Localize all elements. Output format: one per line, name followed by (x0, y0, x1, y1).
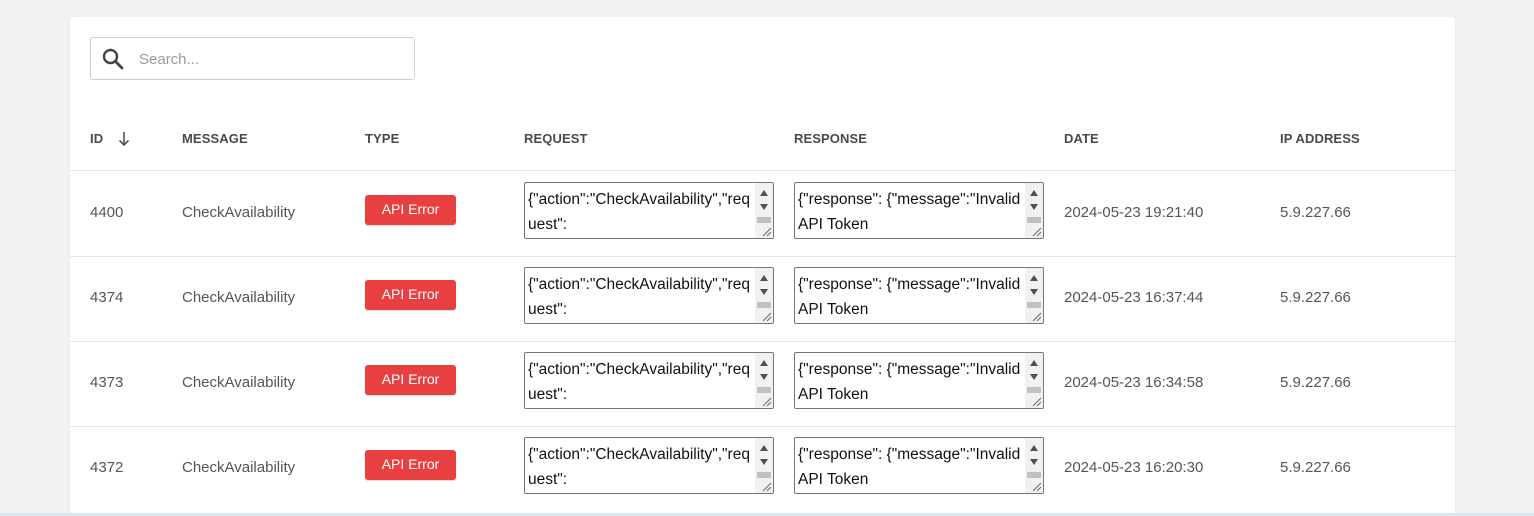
row-message: CheckAvailability (182, 459, 296, 476)
row-message: CheckAvailability (182, 204, 296, 221)
sort-descending-icon[interactable] (118, 131, 130, 147)
resize-grip-icon[interactable] (760, 310, 772, 322)
request-text: {"action":"CheckAvailability","request": (528, 191, 750, 233)
error-type-badge: API Error (365, 450, 456, 480)
scroll-down-icon[interactable] (1030, 459, 1038, 465)
scroll-thumb[interactable] (757, 302, 771, 308)
scrollbar[interactable] (755, 438, 773, 493)
header-response[interactable]: RESPONSE (794, 131, 868, 146)
scroll-down-icon[interactable] (760, 289, 768, 295)
scroll-up-icon[interactable] (1030, 190, 1038, 196)
row-ip-address: 5.9.227.66 (1280, 374, 1351, 391)
response-textarea[interactable]: {"response": {"message":"Invalid API Tok… (794, 437, 1044, 494)
scroll-down-icon[interactable] (1030, 204, 1038, 210)
error-type-badge: API Error (365, 280, 456, 310)
response-textarea[interactable]: {"response": {"message":"Invalid API Tok… (794, 352, 1044, 409)
scroll-thumb[interactable] (757, 217, 771, 223)
request-textarea[interactable]: {"action":"CheckAvailability","request": (524, 352, 774, 409)
table-header: ID MESSAGE TYPE REQUEST RESPONSE DATE IP… (70, 122, 1455, 171)
scroll-up-icon[interactable] (1030, 445, 1038, 451)
row-id: 4373 (90, 374, 124, 391)
resize-grip-icon[interactable] (1030, 310, 1042, 322)
row-id: 4374 (90, 289, 124, 306)
scroll-down-icon[interactable] (760, 204, 768, 210)
header-id[interactable]: ID (90, 131, 104, 146)
scrollbar[interactable] (1025, 353, 1043, 408)
request-text: {"action":"CheckAvailability","request": (528, 276, 750, 318)
scroll-up-icon[interactable] (760, 360, 768, 366)
scrollbar[interactable] (1025, 268, 1043, 323)
resize-grip-icon[interactable] (1030, 225, 1042, 237)
table-row[interactable]: 4373 CheckAvailability API Error {"actio… (70, 341, 1455, 427)
scroll-down-icon[interactable] (760, 459, 768, 465)
logs-card: ID MESSAGE TYPE REQUEST RESPONSE DATE IP… (70, 17, 1455, 516)
response-textarea[interactable]: {"response": {"message":"Invalid API Tok… (794, 267, 1044, 324)
viewport-bottom-edge (0, 513, 1534, 516)
header-message[interactable]: MESSAGE (182, 131, 248, 146)
scroll-up-icon[interactable] (1030, 275, 1038, 281)
response-text: {"response": {"message":"Invalid API Tok… (798, 191, 1021, 233)
error-type-badge: API Error (365, 195, 456, 225)
resize-grip-icon[interactable] (1030, 395, 1042, 407)
table-row[interactable]: 4400 CheckAvailability API Error {"actio… (70, 171, 1455, 257)
response-text: {"response": {"message":"Invalid API Tok… (798, 276, 1021, 318)
search-icon (102, 48, 124, 70)
scroll-thumb[interactable] (757, 387, 771, 393)
row-date: 2024-05-23 16:20:30 (1064, 459, 1204, 476)
scrollbar[interactable] (755, 183, 773, 238)
row-id: 4372 (90, 459, 124, 476)
scroll-thumb[interactable] (1027, 217, 1041, 223)
row-date: 2024-05-23 16:37:44 (1064, 289, 1204, 306)
search-box[interactable] (90, 37, 415, 80)
scroll-down-icon[interactable] (760, 374, 768, 380)
scroll-thumb[interactable] (1027, 472, 1041, 478)
scroll-down-icon[interactable] (1030, 289, 1038, 295)
scrollbar[interactable] (1025, 183, 1043, 238)
scroll-up-icon[interactable] (760, 445, 768, 451)
scroll-up-icon[interactable] (760, 190, 768, 196)
row-ip-address: 5.9.227.66 (1280, 459, 1351, 476)
resize-grip-icon[interactable] (760, 225, 772, 237)
row-ip-address: 5.9.227.66 (1280, 289, 1351, 306)
scroll-down-icon[interactable] (1030, 374, 1038, 380)
table-row[interactable]: 4374 CheckAvailability API Error {"actio… (70, 256, 1455, 342)
row-date: 2024-05-23 16:34:58 (1064, 374, 1204, 391)
resize-grip-icon[interactable] (760, 395, 772, 407)
scroll-thumb[interactable] (757, 472, 771, 478)
row-message: CheckAvailability (182, 374, 296, 391)
search-input[interactable] (139, 48, 399, 70)
request-text: {"action":"CheckAvailability","request": (528, 361, 750, 403)
response-textarea[interactable]: {"response": {"message":"Invalid API Tok… (794, 182, 1044, 239)
request-textarea[interactable]: {"action":"CheckAvailability","request": (524, 437, 774, 494)
row-ip-address: 5.9.227.66 (1280, 204, 1351, 221)
scroll-thumb[interactable] (1027, 302, 1041, 308)
scroll-up-icon[interactable] (760, 275, 768, 281)
header-date[interactable]: DATE (1064, 131, 1099, 146)
row-date: 2024-05-23 19:21:40 (1064, 204, 1204, 221)
scroll-thumb[interactable] (1027, 387, 1041, 393)
request-text: {"action":"CheckAvailability","request": (528, 446, 750, 488)
request-textarea[interactable]: {"action":"CheckAvailability","request": (524, 267, 774, 324)
request-textarea[interactable]: {"action":"CheckAvailability","request": (524, 182, 774, 239)
scrollbar[interactable] (755, 268, 773, 323)
row-id: 4400 (90, 204, 124, 221)
table-row[interactable]: 4372 CheckAvailability API Error {"actio… (70, 426, 1455, 511)
error-type-badge: API Error (365, 365, 456, 395)
response-text: {"response": {"message":"Invalid API Tok… (798, 361, 1021, 403)
header-type[interactable]: TYPE (365, 131, 400, 146)
row-message: CheckAvailability (182, 289, 296, 306)
scroll-up-icon[interactable] (1030, 360, 1038, 366)
resize-grip-icon[interactable] (760, 480, 772, 492)
scrollbar[interactable] (1025, 438, 1043, 493)
header-ip-address[interactable]: IP ADDRESS (1280, 131, 1360, 146)
response-text: {"response": {"message":"Invalid API Tok… (798, 446, 1021, 488)
header-request[interactable]: REQUEST (524, 131, 588, 146)
scrollbar[interactable] (755, 353, 773, 408)
resize-grip-icon[interactable] (1030, 480, 1042, 492)
